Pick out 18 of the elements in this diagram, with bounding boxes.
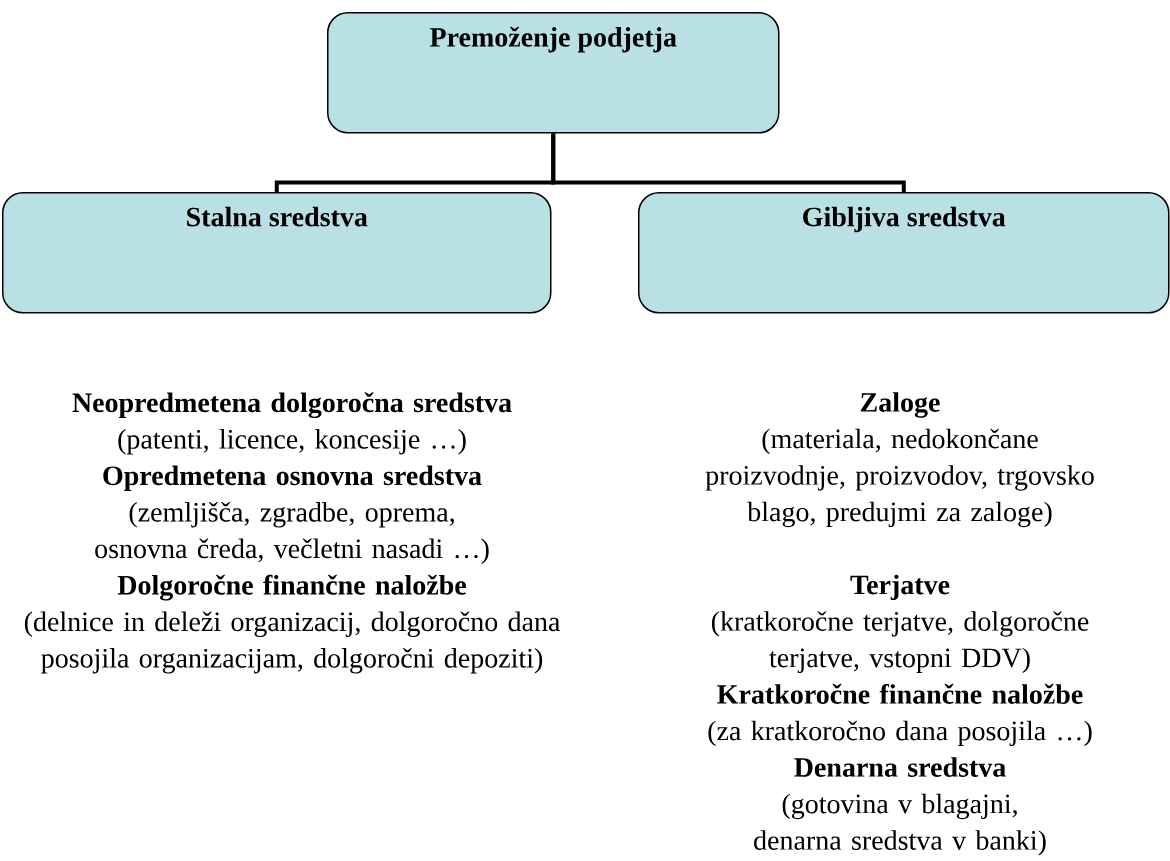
category-heading: Opredmetena osnovna sredstva (103, 465, 482, 491)
category-heading: Zaloge (860, 392, 940, 418)
category-heading: Denarna sredstva (794, 757, 1006, 777)
category-heading: Neopredmetena dolgoročna sredstva (72, 392, 512, 419)
category-description: (patenti, licence, koncesije …) (118, 429, 466, 455)
category-description: (kratkoročne terjatve, dolgoročne terjatve, vstopni DDV) (711, 611, 1089, 674)
category-box: Gibljiva sredstva (638, 192, 1170, 314)
category-description: (delnice in deleži organizacij, dolgoročno dana posojila organizacijam, dolgoročni depoziti) (24, 611, 561, 674)
category-heading: Dolgoročne finančne naložbe (117, 574, 466, 601)
category-description: (gotovina v blagajni, denarna sredstva v banki) (754, 793, 1046, 856)
category-heading: Terjatve (850, 574, 950, 601)
category-heading: Kratkoročne finančne naložbe (717, 683, 1083, 704)
category-box: Premoženje podjetja (327, 12, 780, 134)
category-description: (za kratkoročno dana posojila …) (708, 720, 1092, 747)
category-description: (materiala, nedokončane proizvodnje, proizvodov, trgovsko blago, predujmi za zaloge) (705, 428, 1094, 528)
category-box: Stalna sredstva (2, 192, 552, 314)
category-description: (zemljišča, zgradbe, oprema, osnovna čreda, večletni nasadi …) (95, 501, 489, 564)
connector (551, 133, 906, 192)
